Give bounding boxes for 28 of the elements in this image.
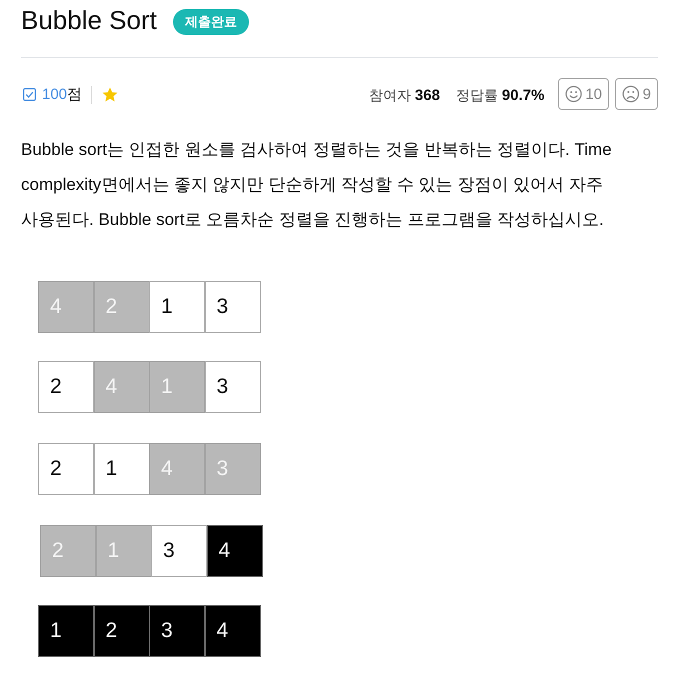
array-cell: 3	[151, 525, 207, 577]
array-cell: 2	[38, 361, 94, 413]
array-cell: 2	[40, 525, 96, 577]
array-cell: 3	[204, 443, 260, 495]
array-cell: 1	[96, 525, 152, 577]
array-cell: 4	[149, 443, 205, 495]
page-title: Bubble Sort	[21, 4, 157, 37]
array-cell: 4	[94, 361, 150, 413]
array-cell: 3	[204, 281, 260, 333]
like-button: 10	[558, 78, 609, 110]
status-badge: 제출완료	[173, 9, 249, 35]
array-cell: 2	[94, 605, 150, 657]
array-cell: 4	[38, 281, 94, 333]
array-cell: 2	[38, 443, 94, 495]
array-cell: 1	[94, 443, 150, 495]
array-cell: 4	[204, 605, 260, 657]
score-text: 100점	[42, 85, 82, 105]
array-cell: 1	[38, 605, 94, 657]
array-cell: 3	[149, 605, 205, 657]
dislike-button: 9	[615, 78, 658, 110]
accuracy-stat: 정답률 90.7%	[456, 86, 544, 106]
problem-description: Bubble sort는 인접한 원소를 검사하여 정렬하는 것을 반복하는 정렬이다. Time complexity면에서는 좋지 않지만 단순하게 작성할 수 있는 장점이 있어서 자주 사용된다. Bubble sort로 오름차순 정렬을 진행하는 프로그램을 작성하십시오.	[21, 139, 613, 231]
array-cell: 1	[149, 361, 205, 413]
array-cell: 4	[206, 525, 262, 577]
array-cell: 3	[204, 361, 260, 413]
array-cell: 1	[149, 281, 205, 333]
array-cell: 2	[94, 281, 150, 333]
participants-stat: 참여자 368	[369, 86, 440, 106]
